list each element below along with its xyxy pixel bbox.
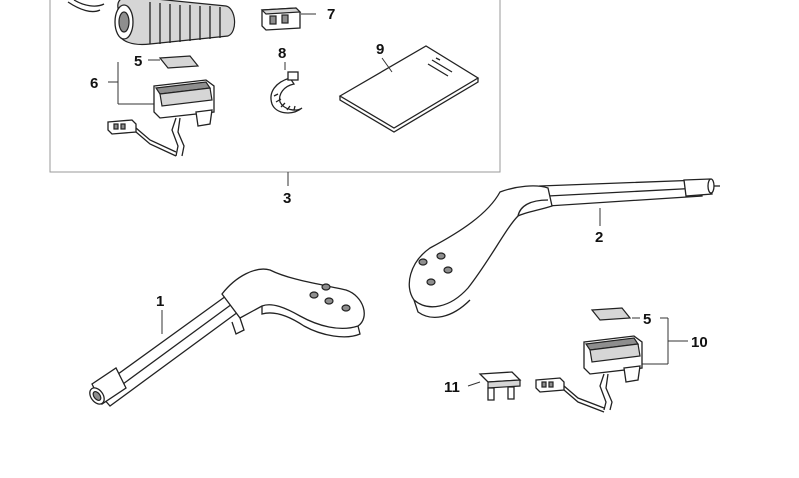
cable-strap-part-8	[270, 62, 303, 114]
handlebar-part-1	[89, 268, 365, 407]
label-plate-part-5-bottom	[590, 307, 640, 321]
switch-part-6	[107, 62, 215, 157]
callout-10: 10	[691, 334, 708, 351]
callout-3: 3	[283, 190, 291, 207]
connector-part-7	[260, 7, 316, 31]
heated-grip-part	[67, 0, 236, 46]
kit-box-frame	[49, 0, 501, 173]
callout-2: 2	[595, 229, 603, 246]
callout-5-bottom: 5	[643, 311, 651, 328]
callout-8: 8	[278, 45, 286, 62]
handlebar-part-2	[408, 178, 720, 318]
callout-1: 1	[156, 293, 164, 310]
callout-11: 11	[444, 379, 460, 396]
fuse-part-11	[467, 371, 522, 401]
callout-6: 6	[90, 75, 98, 92]
callout-5-top: 5	[134, 53, 142, 70]
document-part-9	[338, 45, 480, 133]
callout-7: 7	[327, 6, 335, 23]
switch-part-10	[535, 317, 688, 413]
callout-9: 9	[376, 41, 384, 58]
label-plate-part-5-top	[148, 55, 200, 69]
